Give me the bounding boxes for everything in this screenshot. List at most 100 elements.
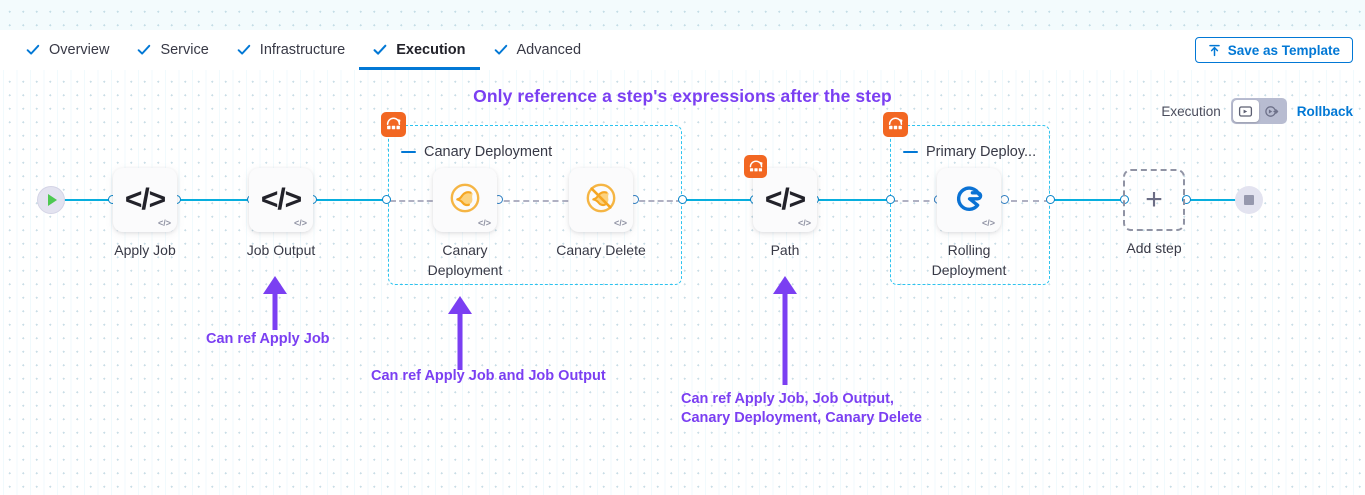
link-apply-job-to-job-output [172,199,256,201]
primary-deployment-group[interactable]: Primary Deploy... [883,112,1050,285]
end-node[interactable] [1235,186,1263,214]
collapse-group-toggle[interactable] [401,150,416,154]
save-as-template-label: Save as Template [1227,42,1340,58]
tab-infrastructure[interactable]: Infrastructure [223,30,359,70]
upload-icon [1208,44,1221,57]
link-primary-group-to-add-step [1050,199,1124,201]
execution-mode-label: Execution [1161,103,1221,119]
execution-canvas[interactable]: Only reference a step's expressions afte… [0,70,1365,495]
shell-script-badge-icon: </> [613,218,627,228]
connector-dot[interactable] [886,195,895,204]
step-label-path: Path [770,242,800,258]
annotation-arrow-path [772,275,798,385]
headline-note: Only reference a step's expressions afte… [473,86,892,106]
step-group-icon [381,112,406,137]
code-icon: </> [260,183,302,216]
step-group-icon [744,155,767,178]
tab-label: Overview [49,42,110,58]
start-node[interactable] [37,186,65,214]
step-node-canary-deployment[interactable]: </> [433,168,497,232]
shell-script-badge-icon: </> [157,218,171,228]
check-icon [137,43,151,57]
rollback-icon [1264,104,1279,119]
step-node-path[interactable]: </> </> [744,155,817,232]
step-group-icon [883,112,908,137]
link-primary-group-exit [1000,200,1050,202]
primary-group-header: Primary Deploy... [903,144,1036,160]
check-icon [237,43,251,57]
harness-deploy-icon [952,181,986,220]
step-label-canary-delete: Canary Delete [556,242,646,258]
link-canary-group-exit [630,200,682,202]
add-step-button[interactable]: + [1123,169,1185,231]
rollback-mode-label[interactable]: Rollback [1296,103,1353,119]
tab-label: Advanced [516,42,582,58]
code-icon: </> [124,183,166,216]
tab-execution[interactable]: Execution [359,30,480,70]
annotation-apply-job: Can ref Apply Job [206,331,330,347]
link-job-output-to-canary-group [308,199,390,201]
shell-script-badge-icon: </> [477,218,491,228]
tab-service[interactable]: Service [123,30,222,70]
connector-dot[interactable] [1046,195,1055,204]
stage-tabs: Overview Service Infrastructure Executio… [12,30,595,70]
step-node-rolling-deployment[interactable]: </> [937,168,1001,232]
step-node-job-output[interactable]: </> </> [249,168,313,232]
stop-icon [1244,195,1254,205]
connector-dot[interactable] [1000,195,1009,204]
check-icon [373,43,387,57]
connector-dot[interactable] [382,195,391,204]
step-label-apply-job: Apply Job [114,242,176,258]
annotation-path: Can ref Apply Job, Job Output, Canary De… [681,391,922,426]
play-icon [48,194,57,206]
stage-tab-bar: Overview Service Infrastructure Executio… [0,30,1365,70]
step-label-rolling-deployment: Rolling Deployment [894,240,1044,280]
step-label-line: Deployment [931,262,1007,278]
link-canary-group-to-path [682,199,756,201]
step-node-canary-delete[interactable]: </> [569,168,633,232]
link-add-step-to-end [1182,199,1238,201]
link-primary-group-entry [892,200,940,202]
execution-rollback-toggle[interactable] [1230,98,1287,124]
step-label-line: Deployment [427,262,503,278]
check-icon [494,43,508,57]
annotation-arrow-apply-job [262,275,288,330]
shell-script-badge-icon: </> [797,218,811,228]
annotation-arrow-canary [447,295,473,370]
canary-delete-icon [582,179,620,222]
shell-script-badge-icon: </> [293,218,307,228]
tab-label: Service [160,42,209,58]
tab-label: Infrastructure [259,42,346,58]
step-node-apply-job[interactable]: </> </> [113,168,177,232]
execution-icon [1238,104,1253,119]
step-label-line: Canary [442,242,488,258]
toggle-execution-segment[interactable] [1232,100,1259,122]
canary-group-header: Canary Deployment [401,144,552,160]
add-step-label: Add step [1126,240,1182,256]
group-title: Primary Deploy... [926,144,1037,160]
execution-rollback-toggle-group: Execution [1161,98,1353,124]
step-label-canary-deployment: Canary Deployment [390,240,540,280]
canvas-top-strip [0,0,1365,30]
link-path-to-primary-group [810,199,892,201]
shell-script-badge-icon: </> [981,218,995,228]
canary-deployment-group[interactable]: Canary Deployment [381,112,682,285]
link-canary-dep-to-delete [494,200,578,202]
link-start-to-apply-job [62,199,120,201]
toggle-rollback-segment[interactable] [1259,100,1285,122]
save-as-template-button[interactable]: Save as Template [1194,37,1353,63]
link-canary-group-entry [390,200,442,202]
connector-dot[interactable] [678,195,687,204]
tab-label: Execution [396,42,466,58]
annotation-canary: Can ref Apply Job and Job Output [371,368,606,384]
connector-dot[interactable] [1182,195,1191,204]
group-title: Canary Deployment [424,144,553,160]
collapse-group-toggle[interactable] [903,150,918,154]
tab-overview[interactable]: Overview [12,30,123,70]
code-icon: </> [764,183,806,216]
tab-advanced[interactable]: Advanced [480,30,596,70]
canary-bird-icon [446,179,484,222]
plus-icon: + [1145,183,1163,216]
step-label-job-output: Job Output [246,242,316,258]
